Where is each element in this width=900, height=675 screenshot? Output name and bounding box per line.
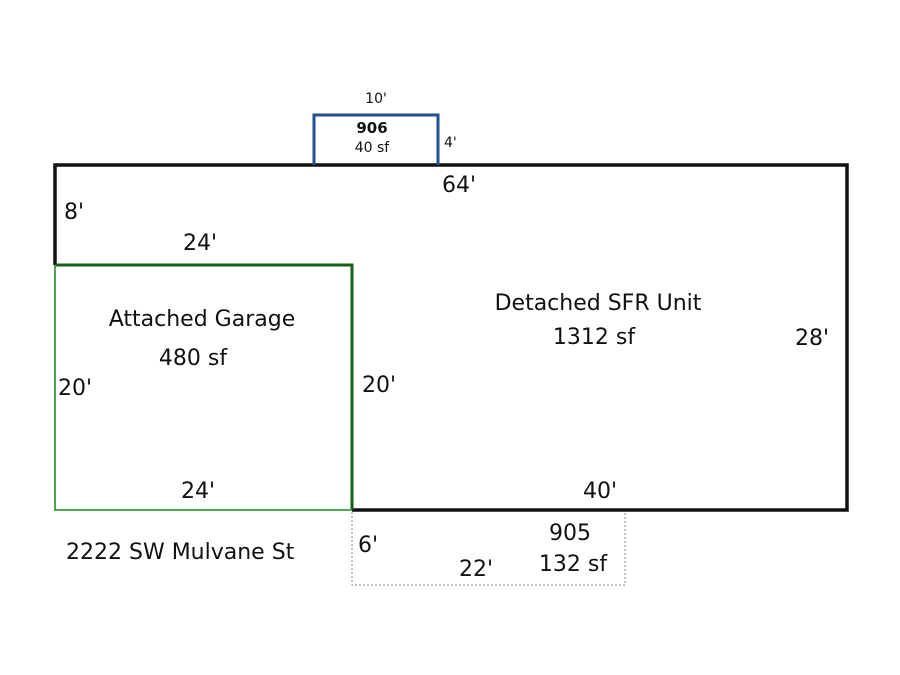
main-dim-top: 64' (442, 173, 476, 198)
patio-905-outline (351, 512, 626, 586)
garage-dim-bottom: 24' (181, 479, 215, 504)
addition-id: 906 (356, 119, 387, 137)
garage-name: Attached Garage (109, 307, 295, 332)
main-dim-right: 28' (795, 326, 829, 351)
garage-dim-top: 24' (183, 231, 217, 256)
patio-dim-left: 6' (358, 533, 378, 558)
addition-dim-top: 10' (365, 91, 387, 107)
main-unit-area: 1312 sf (553, 325, 636, 350)
patio-area: 132 sf (539, 552, 608, 577)
garage-dim-right: 20' (362, 373, 396, 398)
garage-outline-top (55, 263, 354, 510)
main-dim-left: 8' (64, 200, 84, 225)
main-dim-bottom: 40' (583, 479, 617, 504)
patio-id: 905 (549, 521, 591, 546)
addition-906-outline (312, 113, 440, 165)
main-unit-outline (53, 163, 849, 512)
main-unit-name: Detached SFR Unit (495, 291, 702, 316)
garage-dim-left: 20' (58, 376, 92, 401)
addition-area: 40 sf (355, 140, 391, 156)
addition-dim-right: 4' (444, 135, 457, 151)
patio-dim-bottom: 22' (459, 557, 493, 582)
property-address: 2222 SW Mulvane St (66, 540, 295, 565)
garage-area: 480 sf (159, 346, 228, 371)
garage-outline (54, 265, 352, 511)
